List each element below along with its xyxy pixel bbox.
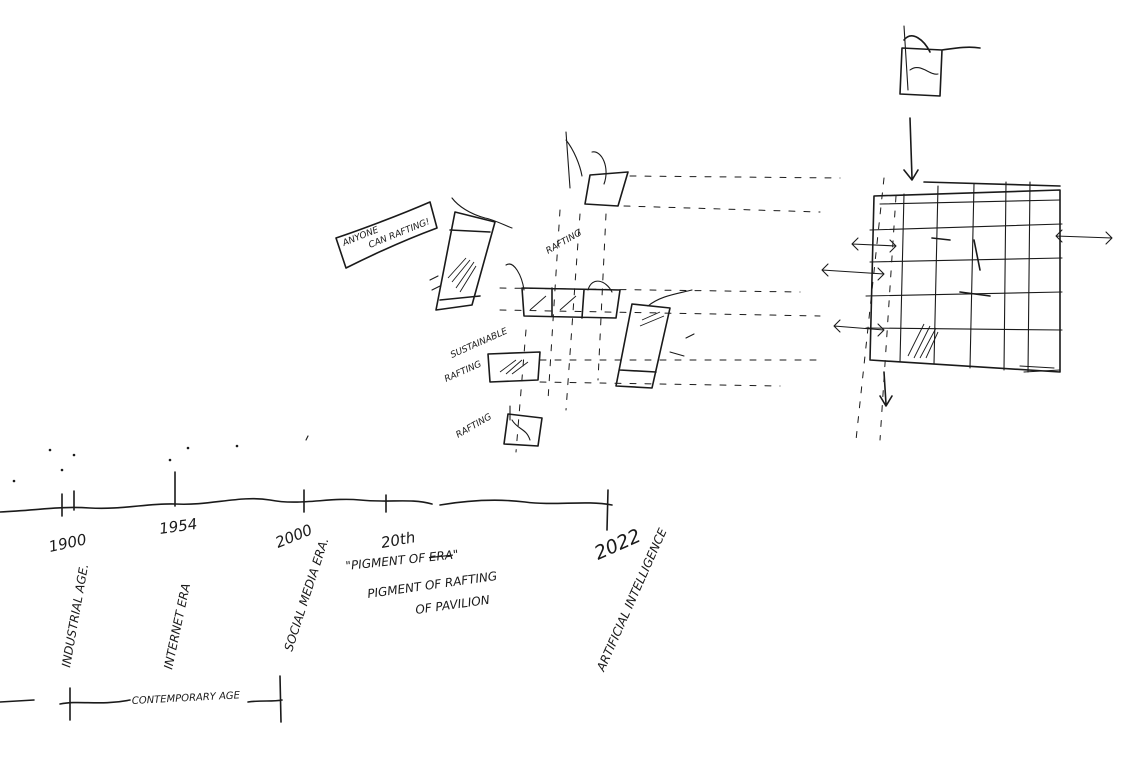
grid-cells	[866, 182, 1062, 372]
note-struck-word: ERA	[428, 548, 453, 564]
raft-bottom	[504, 406, 542, 446]
label-sustainable-1: SUSTAINABLE	[449, 327, 509, 361]
dashed-guides	[500, 176, 840, 452]
raft-top	[566, 132, 628, 206]
note-pigment-suffix: "	[452, 547, 459, 562]
year-label-1900: 1900	[47, 530, 88, 556]
contemporary-age-label: CONTEMPORARY AGE	[132, 690, 241, 707]
side-arrows	[822, 230, 1112, 336]
grid-dashed-left	[856, 178, 884, 440]
year-label-2022: 2022	[591, 525, 644, 565]
era-label-social: SOCIAL MEDIA ERA.	[282, 536, 332, 653]
era-label-industrial: INDUSTRIAL AGE.	[59, 563, 91, 669]
tick-2022	[607, 490, 608, 530]
pavilion-top-module	[900, 26, 980, 96]
label-rafting-top: RAFTING	[545, 228, 584, 256]
arrow-vertical-top	[904, 118, 918, 180]
tick-1900	[62, 491, 74, 516]
scatter-dots	[13, 436, 308, 482]
pavilion-grid	[822, 26, 1112, 440]
year-label-1954: 1954	[158, 515, 198, 538]
contemporary-age-bracket: CONTEMPORARY AGE	[0, 676, 282, 722]
note-pigment-of-era: "PIGMENT OF ERA"	[345, 547, 459, 573]
timeline: 1900 1954 2000 2022 INDUSTRIAL AGE. INTE…	[0, 436, 670, 722]
note-pigment-prefix: "PIGMENT OF	[345, 550, 430, 573]
arrow-vertical-bottom	[880, 372, 892, 406]
raft-left	[430, 198, 512, 310]
rafting-sketch: ANYONE CAN RAFTING!	[336, 132, 840, 452]
timeline-line	[0, 499, 612, 512]
pigment-note: 20th "PIGMENT OF ERA" PIGMENT OF RAFTING…	[345, 528, 498, 617]
label-sustainable-2: RAFTING	[443, 360, 483, 385]
year-label-2000: 2000	[273, 521, 315, 552]
raft-sustainable	[488, 352, 540, 382]
era-label-internet: INTERNET ERA	[161, 582, 193, 671]
note-20th: 20th	[380, 528, 417, 552]
speech-bubble: ANYONE CAN RAFTING!	[336, 202, 437, 268]
label-rafting-bottom: RAFTING	[455, 412, 494, 440]
raft-right-center	[616, 290, 694, 388]
raft-middle	[506, 264, 620, 318]
note-of-pavilion: OF PAVILION	[414, 593, 490, 617]
